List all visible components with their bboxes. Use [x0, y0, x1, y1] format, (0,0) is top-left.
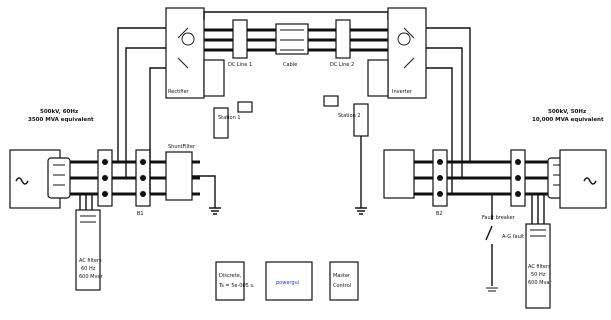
left-ac-source[interactable]: 500kV, 60Hz 3500 MVA equivalent: [9, 109, 94, 209]
fault-breaker[interactable]: Fault breaker A-G fault: [482, 194, 524, 292]
right-filter-box: [525, 223, 551, 309]
left-filter-box: [75, 209, 101, 291]
discrete-block[interactable]: Discrete, Ts = 5e-005 s.: [215, 261, 255, 301]
left-shunt-label: ShuntFilter: [168, 144, 196, 150]
left-source-label-2: 3500 MVA equivalent: [28, 117, 94, 123]
discrete-box: [215, 261, 245, 301]
right-ground-icon: [355, 136, 367, 215]
left-feeder-wires: [117, 27, 166, 194]
left-filter-label-1: AC filters: [79, 258, 102, 264]
right-smoothing-reactor: [353, 103, 369, 137]
left-ac-filter[interactable]: AC filters 60 Hz 600 Mvar: [75, 194, 103, 291]
right-converter-transformer[interactable]: Inverter: [387, 7, 427, 99]
dc-cable-block[interactable]: [275, 23, 309, 55]
master-control-box: [329, 261, 359, 301]
powergui-block[interactable]: powergui: [265, 261, 313, 301]
left-bus-label: B1: [137, 211, 144, 217]
discrete-label-2: Ts = 5e-005 s.: [218, 283, 255, 289]
dc-top-return: [203, 11, 389, 20]
right-filter-label-3: 600 Mvar: [528, 280, 552, 286]
discrete-label-1: Discrete,: [219, 273, 242, 279]
powergui-box: [265, 261, 313, 301]
left-filter-label-3: 600 Mvar: [79, 274, 103, 280]
right-filter-label-2: 50 Hz: [531, 272, 546, 278]
right-ac-filter[interactable]: AC filters 50 Hz 600 Mvar: [525, 194, 552, 309]
right-source-label-1: 500kV, 50Hz: [548, 109, 586, 115]
right-feeder-wires: [426, 27, 471, 194]
right-measure-block: [323, 95, 339, 107]
dc-line-1-label: DC Line 1: [228, 62, 252, 68]
dc-cable-label: Cable: [283, 62, 297, 68]
right-valve-box: [367, 59, 389, 97]
left-transformer-box: [165, 7, 205, 99]
left-smoothing-reactor: [213, 107, 229, 139]
left-converter-label: Station 1: [218, 115, 241, 121]
dc-line-2-label: DC Line 2: [330, 62, 354, 68]
left-measure-block: [237, 101, 253, 113]
left-filter-label-2: 60 Hz: [81, 266, 96, 272]
right-ac-bus: B2: [383, 149, 560, 217]
right-converter-valve[interactable]: Station 2: [323, 59, 389, 215]
left-shunt[interactable]: ShuntFilter: [165, 144, 221, 215]
left-source-label-1: 500kV, 60Hz: [40, 109, 78, 115]
left-impedance-glyph: [53, 164, 65, 186]
master-control-label-1: Master: [333, 273, 351, 279]
right-source-frame: [559, 149, 607, 209]
right-filter-label-1: AC filters: [528, 264, 551, 270]
left-converter-valve[interactable]: Station 1: [203, 59, 253, 139]
right-shunt-box[interactable]: [383, 149, 415, 199]
right-bus-label: B2: [436, 211, 443, 217]
left-thyristor-icon: [177, 27, 195, 69]
right-thyristor-icon: [397, 27, 415, 69]
right-transformer-box: [387, 7, 427, 99]
left-converter-transformer[interactable]: Rectifier: [165, 7, 205, 99]
right-ac-source[interactable]: 500kV, 50Hz 10,000 MVA equivalent: [532, 109, 607, 209]
right-sine-icon: [583, 177, 597, 185]
right-transformer-label: Inverter: [392, 89, 413, 95]
ground-icon: [192, 175, 221, 215]
fault-tag-label: A-G fault: [502, 234, 524, 240]
master-control-label-2: Control: [333, 283, 351, 289]
fault-breaker-label: Fault breaker: [482, 215, 516, 221]
dc-transmission-lines: DC Line 1 Cable DC Line 2: [203, 11, 389, 68]
left-sine-icon: [15, 177, 29, 185]
left-transformer-label: Rectifier: [168, 89, 190, 95]
dc-line-2-block[interactable]: [335, 19, 351, 59]
left-valve-box: [203, 59, 225, 97]
right-source-label-2: 10,000 MVA equivalent: [532, 117, 604, 123]
powergui-label: powergui: [276, 280, 299, 286]
right-converter-label: Station 2: [338, 113, 361, 119]
dc-line-1-block[interactable]: [232, 19, 248, 59]
left-shunt-box: [165, 151, 193, 201]
master-control-block[interactable]: Master Control: [329, 261, 359, 301]
left-source-impedance: [47, 157, 71, 199]
